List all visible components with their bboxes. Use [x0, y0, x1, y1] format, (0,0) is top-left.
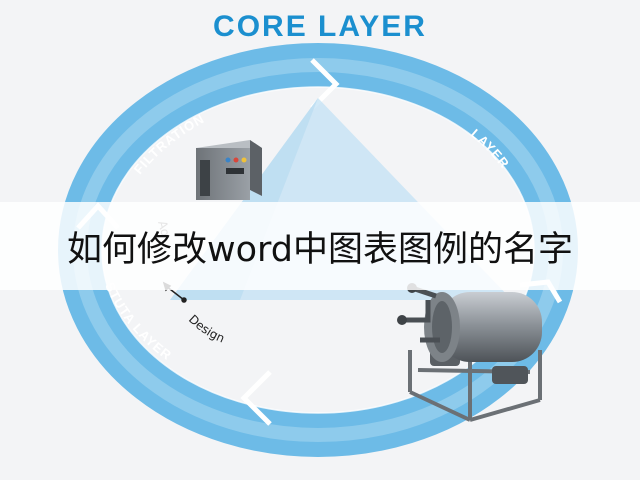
- caption-banner: 如何修改word中图表图例的名字: [0, 202, 640, 290]
- label-design: Design: [186, 312, 227, 346]
- control-cabinet-icon: [196, 140, 262, 200]
- diagram-title: CORE LAYER: [213, 10, 427, 43]
- caption-text: 如何修改word中图表图例的名字: [66, 229, 574, 270]
